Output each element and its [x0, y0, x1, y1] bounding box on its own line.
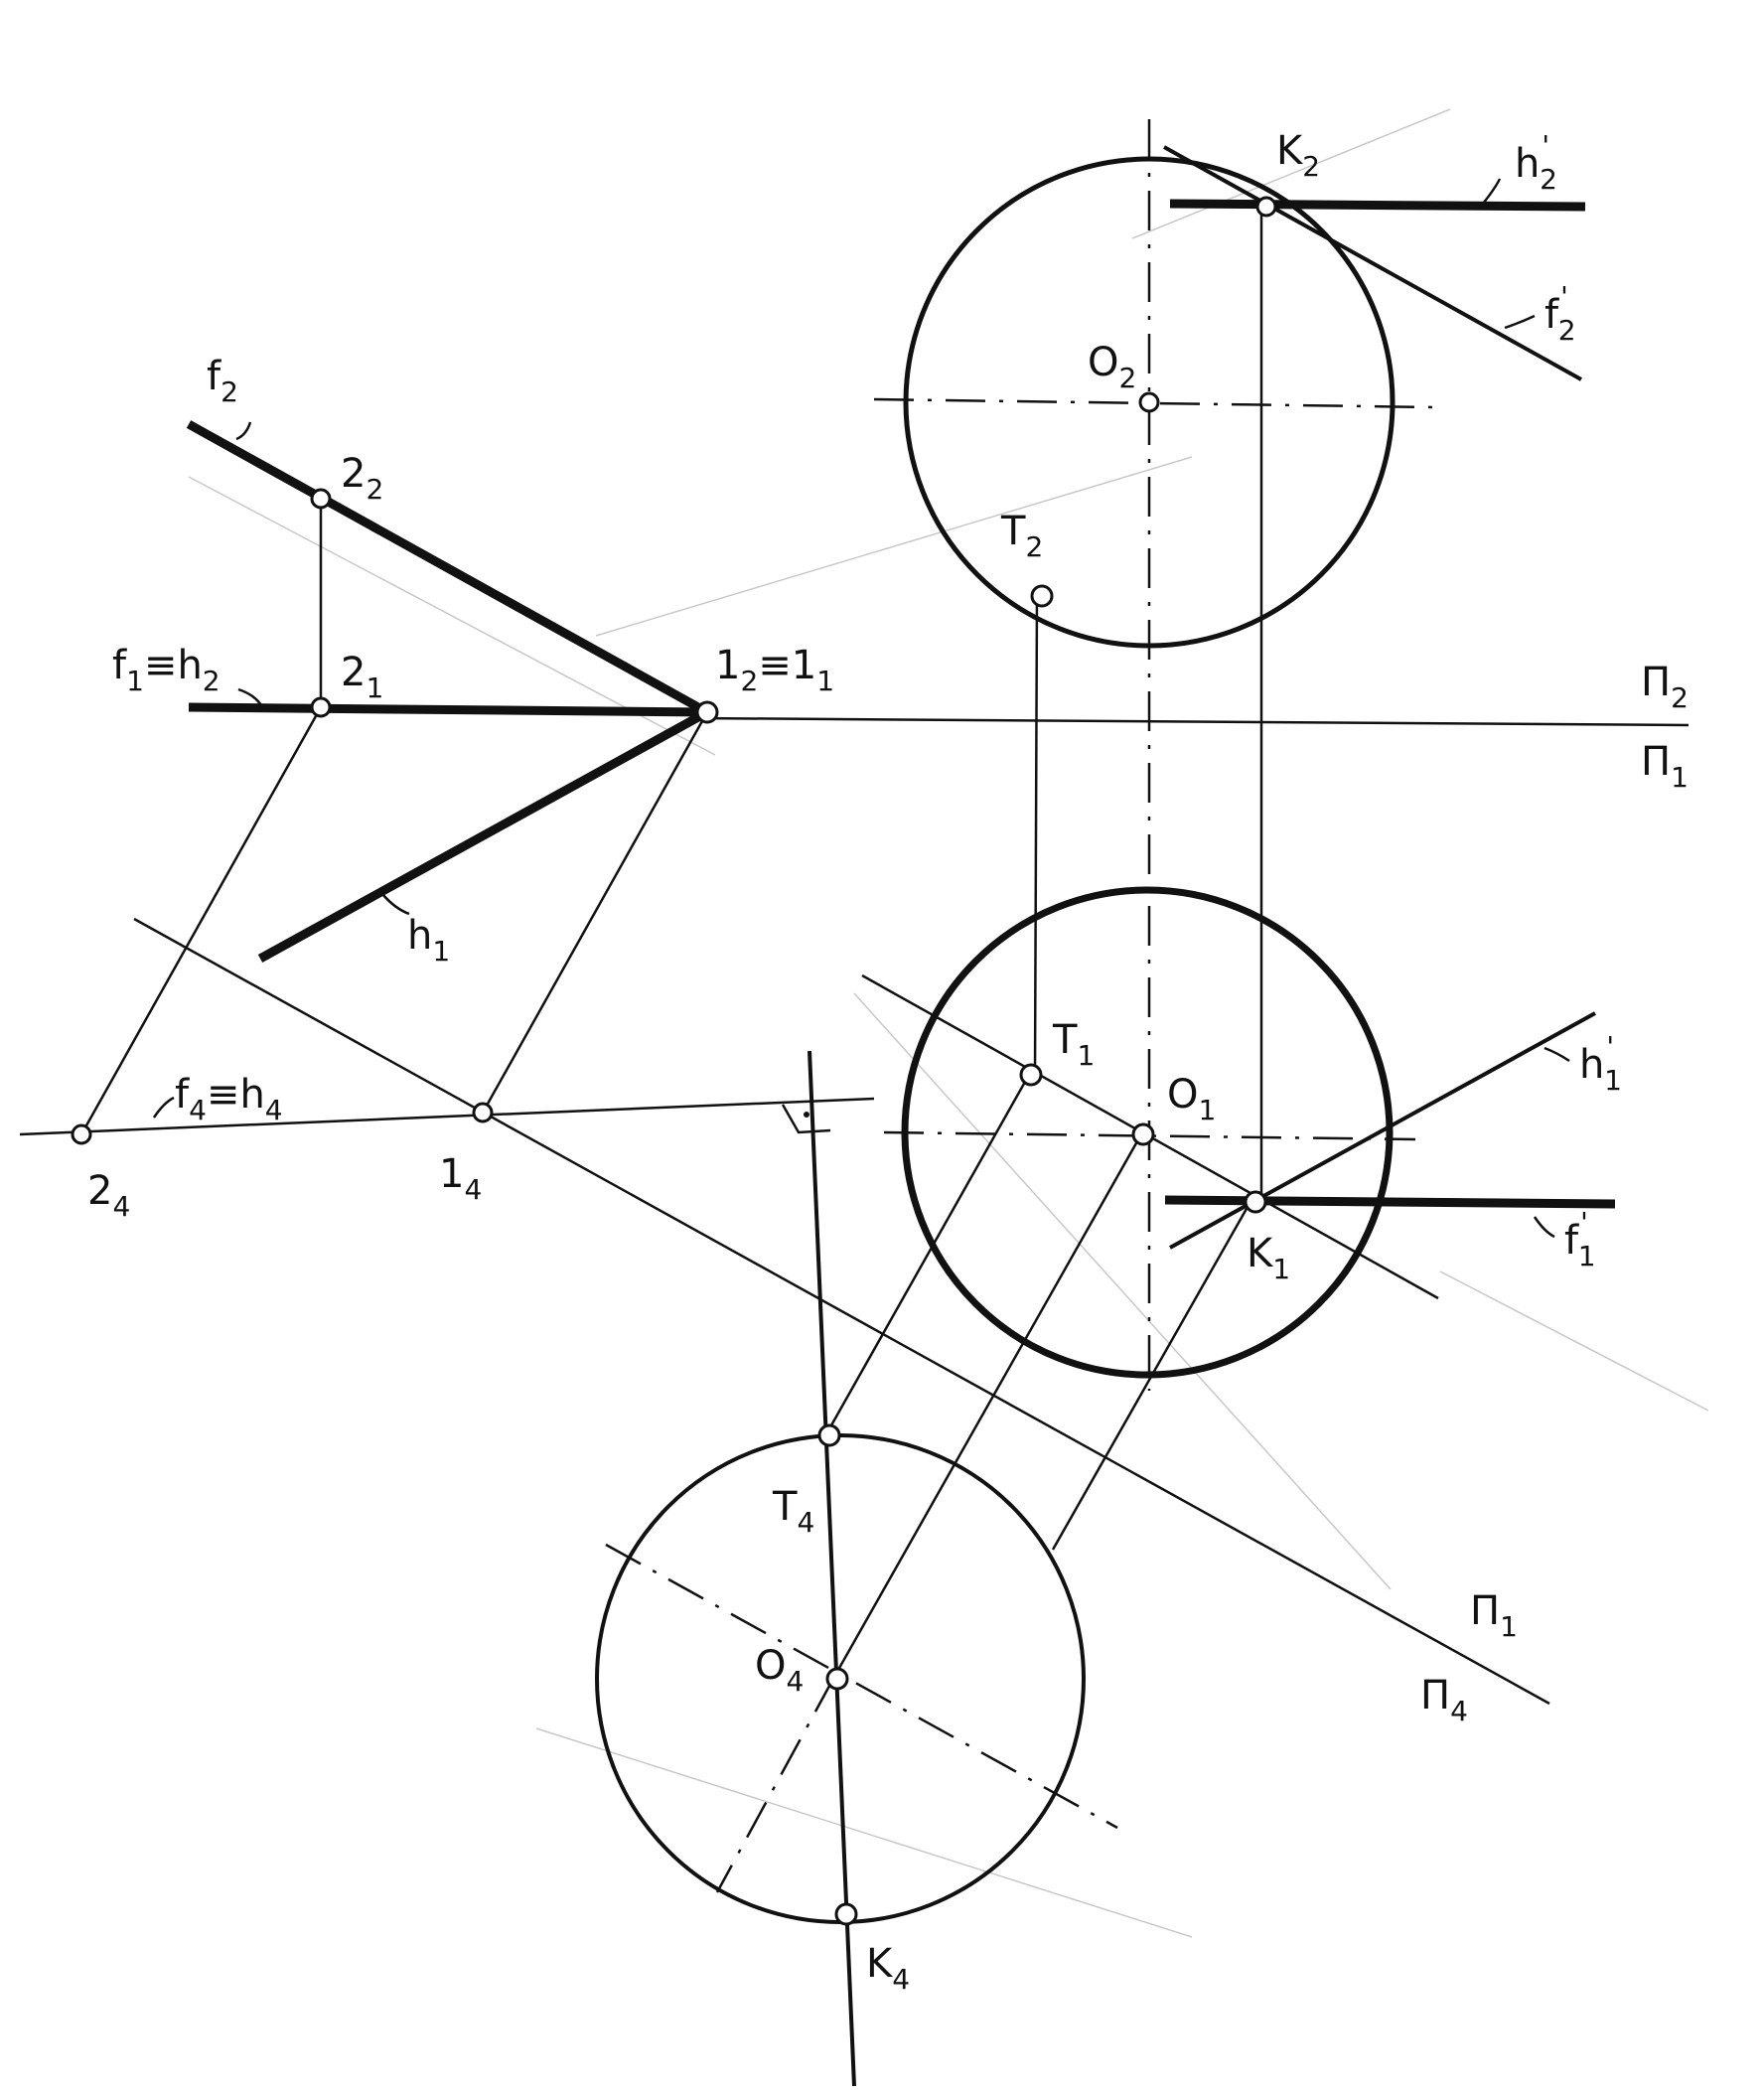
- center-line-o1-horizontal: [883, 1130, 1416, 1141]
- projection-link-t: [1033, 595, 1039, 1076]
- point-1-4: [472, 1102, 494, 1123]
- center-line-o4-extension: [715, 1676, 836, 1893]
- label-f1-h2: f1≡h2: [112, 643, 220, 697]
- f2-prime-line: [1163, 145, 1582, 381]
- construction-line: [1439, 1270, 1709, 1412]
- h1-prime-line: [1169, 1011, 1596, 1250]
- label-k2: K2: [1276, 128, 1320, 183]
- leader-f1p: [1533, 1216, 1555, 1239]
- construction-line: [853, 992, 1392, 1590]
- point-2-4: [71, 1123, 92, 1145]
- point-o2: [1138, 391, 1160, 413]
- label-f4-h4: f4≡h4: [175, 1072, 283, 1126]
- horizontal-h1-line: [257, 708, 710, 963]
- label-point-2-2: 22: [341, 451, 383, 506]
- right-angle-dot: [804, 1112, 809, 1118]
- construction-line: [1131, 108, 1451, 239]
- label-h1: h1: [407, 913, 450, 968]
- labels: f2 22 f1≡h2 21 12≡11 h1 f4≡h4 24 14 K2 h…: [87, 128, 1689, 1996]
- horizontal-h2-line: [188, 702, 708, 717]
- center-line-o4-oblique: [605, 1543, 1118, 1830]
- right-angle-mark: [781, 1104, 831, 1134]
- leader-f4h4: [152, 1096, 175, 1119]
- label-point-1-2-1-1: 12≡11: [715, 643, 834, 697]
- leader-f1h2: [237, 687, 264, 708]
- leader-h1: [381, 893, 410, 916]
- label-f1-prime: f'1: [1564, 1206, 1596, 1272]
- label-f2: f2: [207, 354, 238, 408]
- projection-link-k-to-4: [1051, 1199, 1253, 1551]
- axis-pi2-pi1: [694, 716, 1690, 727]
- label-point-2-4: 24: [87, 1168, 130, 1223]
- label-point-2-1: 21: [341, 650, 383, 704]
- center-line-o2-horizontal: [873, 397, 1436, 409]
- point-2-2: [310, 488, 332, 510]
- point-t4: [817, 1423, 841, 1447]
- point-1-2-1-1: [695, 700, 719, 724]
- leader-f2p: [1504, 314, 1536, 330]
- projection-link-2-to-4: [79, 706, 323, 1135]
- label-pi1-top: Π1: [1641, 739, 1689, 794]
- label-t2: T2: [1000, 509, 1043, 563]
- point-t2: [1030, 584, 1054, 608]
- t4-k4-axis-line: [808, 1050, 856, 2087]
- label-o2: O2: [1088, 340, 1136, 394]
- leader-h1p: [1544, 1046, 1570, 1063]
- h2-prime-line: [1169, 199, 1586, 212]
- label-o4: O4: [755, 1643, 804, 1698]
- point-k4: [834, 1902, 858, 1926]
- label-point-1-4: 14: [439, 1151, 482, 1206]
- points: [71, 196, 1277, 1926]
- point-2-1: [310, 696, 332, 718]
- point-o4: [825, 1667, 849, 1691]
- circle-projection-1: [825, 886, 1616, 1678]
- label-f2-prime: f'2: [1544, 280, 1576, 347]
- point-k1: [1244, 1190, 1267, 1214]
- leader-f2: [235, 421, 252, 441]
- label-pi1-bottom: Π1: [1470, 1588, 1518, 1643]
- plane-traces-group: [19, 420, 875, 1136]
- label-k1: K1: [1247, 1231, 1290, 1285]
- projection-link-o-to-4: [832, 1133, 1143, 1678]
- axis-pi1-pi4: [133, 917, 1550, 1706]
- point-t1: [1019, 1063, 1043, 1087]
- circle-projection-2: [873, 119, 1586, 1391]
- construction-line: [535, 1727, 1193, 1938]
- label-o1: O1: [1167, 1072, 1216, 1126]
- point-k2: [1255, 196, 1277, 218]
- f1-prime-line: [1164, 1195, 1616, 1209]
- right-angle-symbol: [781, 1104, 831, 1134]
- frontal-f2-line: [186, 420, 710, 716]
- projection-link-t-to-4: [825, 1074, 1031, 1433]
- circle-projection-4: [595, 1050, 1118, 2087]
- label-pi4: Π4: [1420, 1673, 1468, 1727]
- leader-h2p: [1482, 178, 1502, 205]
- label-t4: T4: [772, 1484, 814, 1539]
- point-o1: [1131, 1122, 1155, 1146]
- label-h1-prime: h'1: [1579, 1030, 1622, 1097]
- label-t1: T1: [1052, 1017, 1095, 1072]
- projection-link-1-to-4: [481, 711, 709, 1114]
- label-h2-prime: h'2: [1515, 129, 1557, 196]
- f4-h4-line: [19, 1097, 875, 1136]
- construction-line: [595, 456, 1193, 637]
- label-k4: K4: [866, 1941, 910, 1996]
- label-pi2: Π2: [1641, 660, 1689, 714]
